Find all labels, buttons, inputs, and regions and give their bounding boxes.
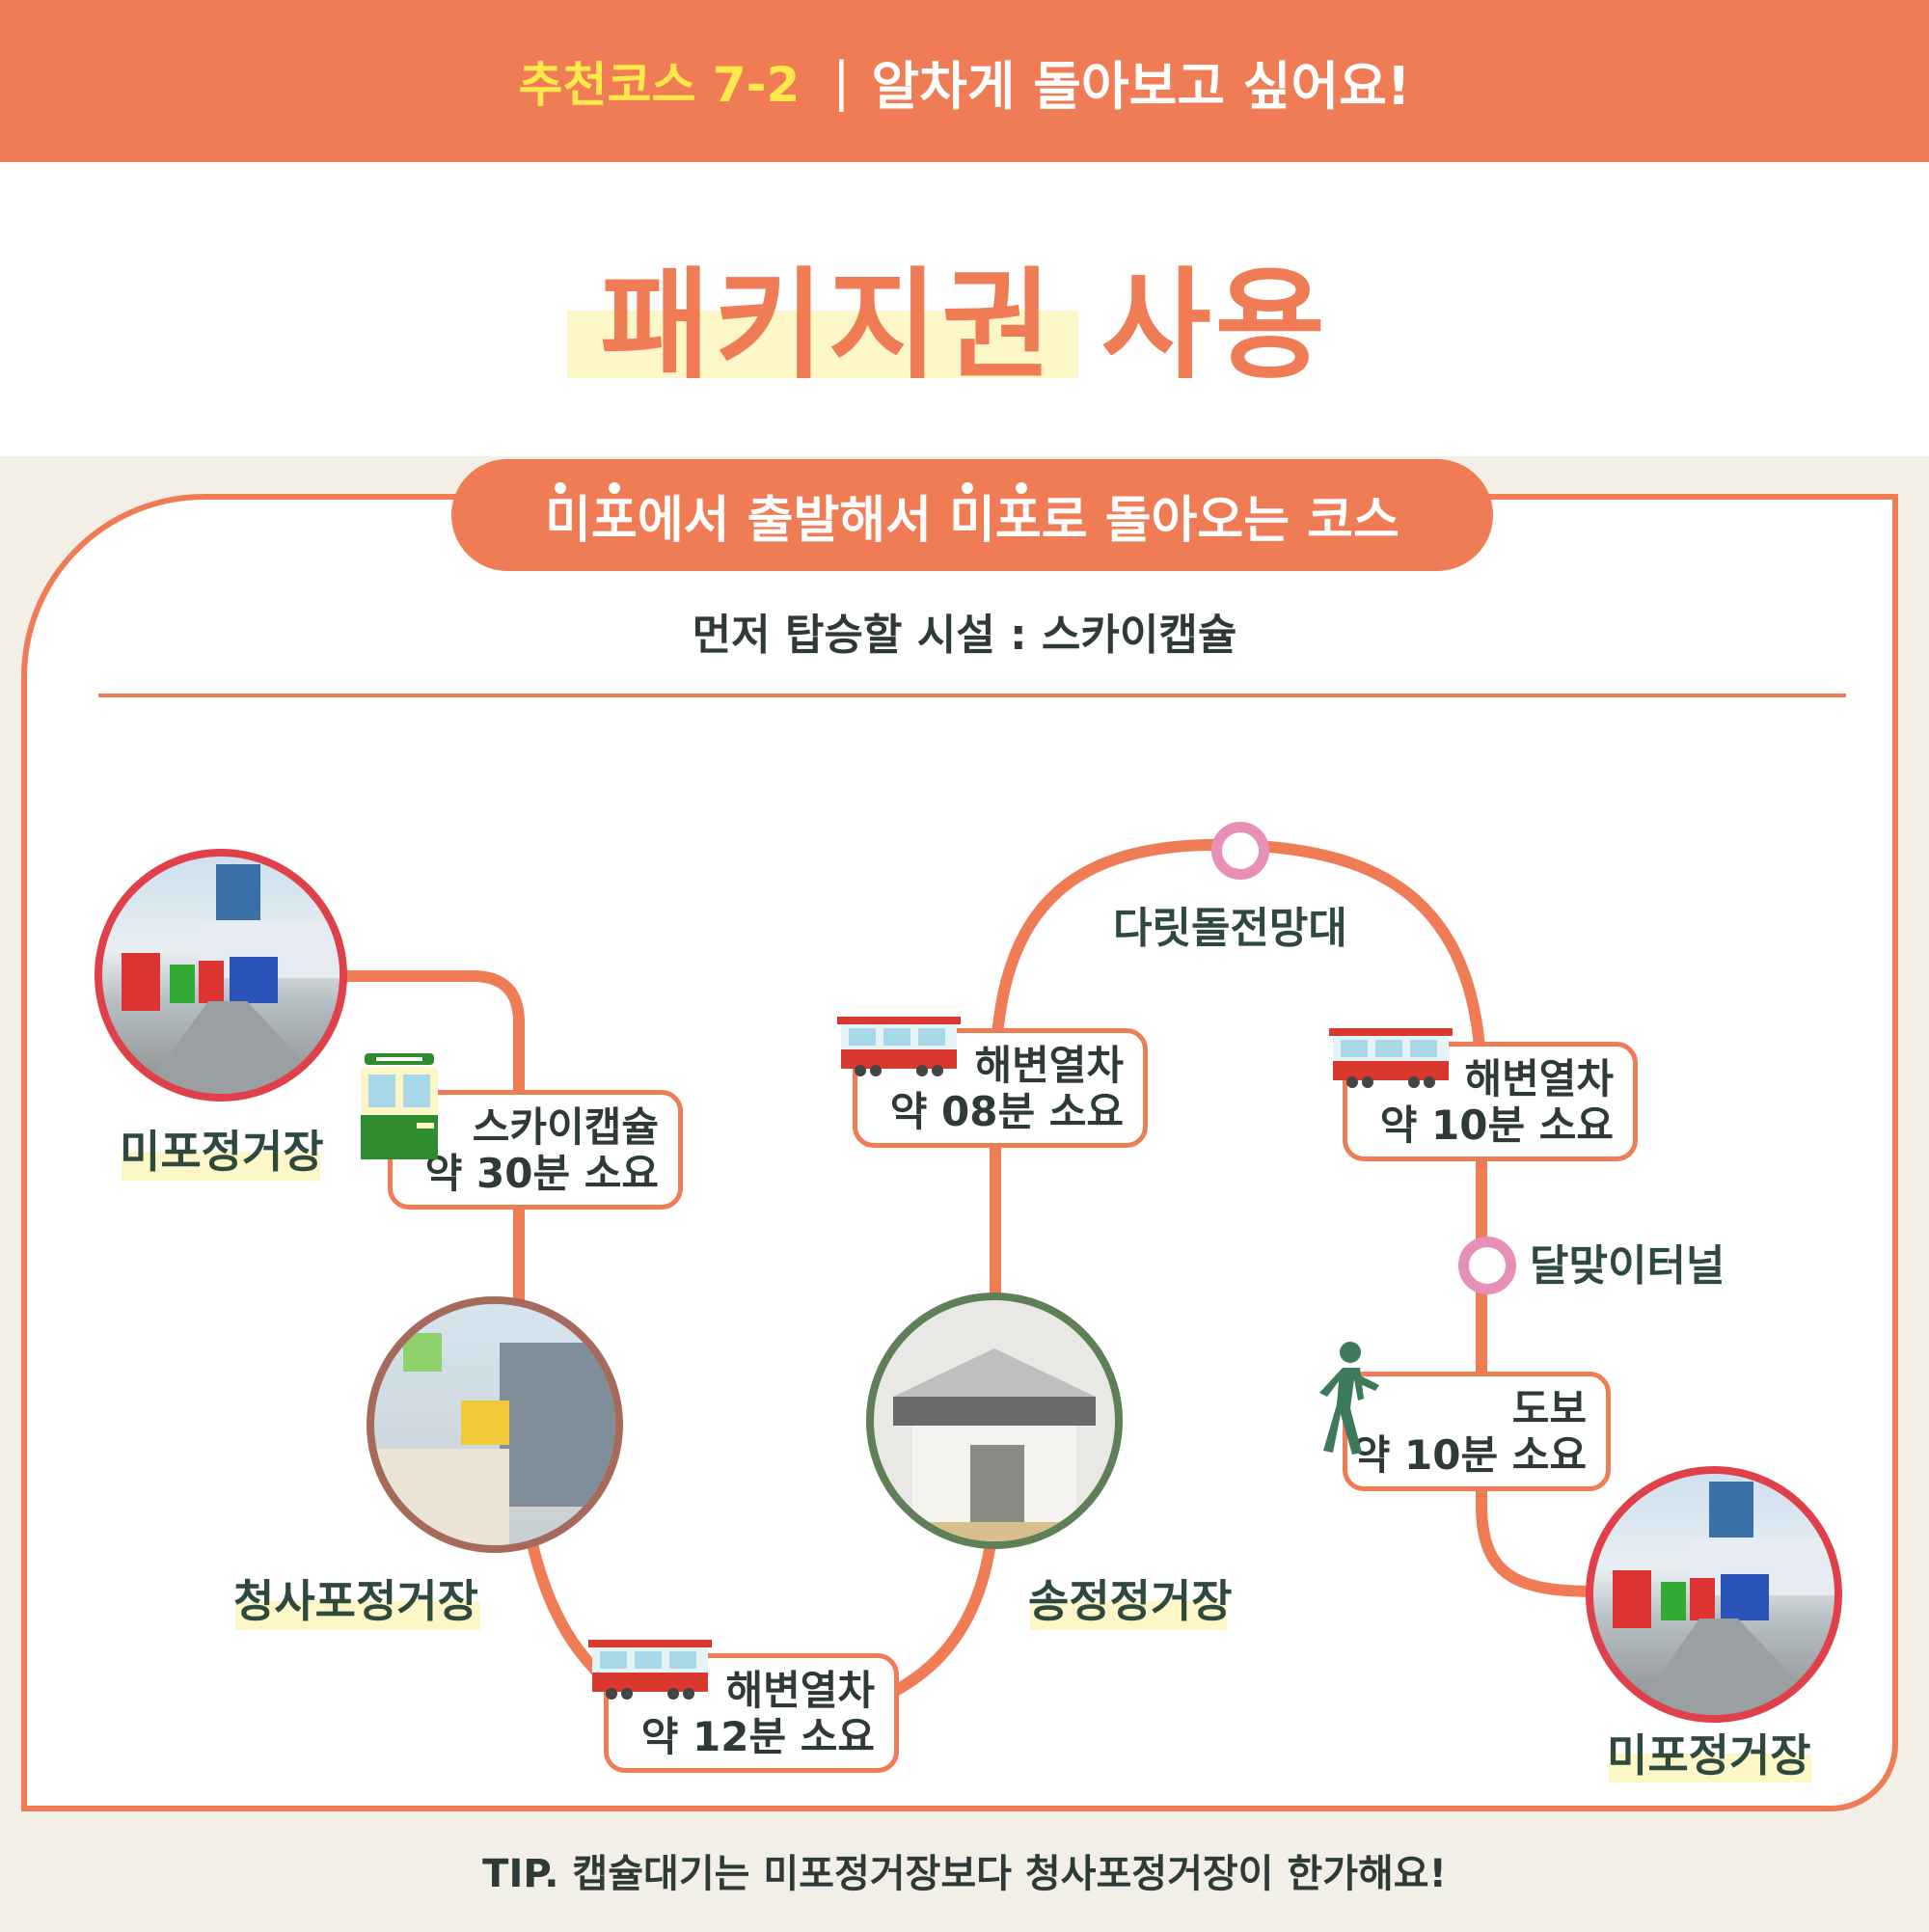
- station-label-mipo-start: 미포정거장: [120, 1126, 324, 1178]
- leg-card-walk: 도보 약 10분 소요: [1343, 1372, 1611, 1491]
- station-photo-songjeong: [866, 1293, 1123, 1549]
- leg-time: 약 30분 소요: [424, 1150, 659, 1197]
- tip-text: TIP. 캡슐대기는 미포정거장보다 청사포정거장이 한가해요!: [482, 1852, 1447, 1896]
- leg-time: 약 10분 소요: [1379, 1102, 1614, 1149]
- leg-mode: 해변열차: [725, 1667, 875, 1714]
- beach-train-icon: [588, 1640, 712, 1700]
- beach-train-icon: [837, 1017, 961, 1076]
- leg-mode: 스카이캡슐: [472, 1103, 659, 1151]
- label-highlight: [235, 1601, 480, 1630]
- leg-mode: 도보: [1511, 1385, 1587, 1432]
- label-highlight: [1030, 1601, 1227, 1630]
- header-separator: |: [832, 50, 851, 112]
- station-photo-icon: [122, 864, 340, 1094]
- leg-time: 약 08분 소요: [889, 1088, 1124, 1135]
- leg-mode: 해변열차: [1464, 1055, 1614, 1102]
- emphasis-dot: [555, 482, 566, 494]
- label-highlight: [1609, 1754, 1811, 1782]
- daritdol-stop-marker: [1211, 822, 1269, 880]
- beach-train-icon: [1329, 1028, 1453, 1088]
- station-photo-icon: [374, 1333, 615, 1545]
- divider: [98, 694, 1846, 697]
- header-subtitle: 알차게 돌아보고 싶어요!: [871, 55, 1411, 117]
- stop-label-daritdol: 다릿돌전망대: [1113, 904, 1347, 953]
- leg-time: 약 10분 소요: [1352, 1431, 1587, 1479]
- station-label-mipo-end: 미포정거장: [1607, 1729, 1811, 1782]
- label-highlight: [122, 1152, 320, 1181]
- sky-capsule-icon: [361, 1053, 438, 1159]
- dalmaji-stop-marker: [1458, 1237, 1516, 1294]
- station-label-cheongsapo: 청사포정거장: [233, 1575, 478, 1627]
- route-banner-text: 미포에서 출발해서 미포로 돌아오는 코스: [545, 491, 1399, 550]
- emphasis-dot: [609, 482, 620, 494]
- course-number: 추천코스 7-2: [518, 57, 801, 113]
- route-banner: 미포에서 출발해서 미포로 돌아오는 코스: [451, 459, 1493, 571]
- header-bar: 추천코스 7-2 | 알차게 돌아보고 싶어요!: [0, 0, 1929, 162]
- leg-mode: 해변열차: [974, 1042, 1124, 1089]
- station-photo-icon: [1613, 1482, 1834, 1715]
- station-photo-mipo-end: [1586, 1466, 1842, 1723]
- walking-person-icon: [1319, 1342, 1379, 1455]
- page-title: 패키지권 사용: [600, 257, 1329, 395]
- station-photo-cheongsapo: [367, 1296, 623, 1553]
- station-photo-icon: [874, 1348, 1115, 1541]
- leg-time: 약 12분 소요: [640, 1713, 875, 1760]
- station-photo-mipo-start: [95, 849, 347, 1102]
- emphasis-dot: [1016, 482, 1027, 494]
- title-highlight: [567, 311, 1078, 378]
- first-ride-text: 먼저 탑승할 시설 : 스카이캡슐: [692, 611, 1237, 660]
- emphasis-dot: [962, 482, 973, 494]
- stop-label-dalmaji: 달맞이터널: [1530, 1241, 1725, 1291]
- station-label-songjeong: 송정정거장: [1028, 1575, 1233, 1627]
